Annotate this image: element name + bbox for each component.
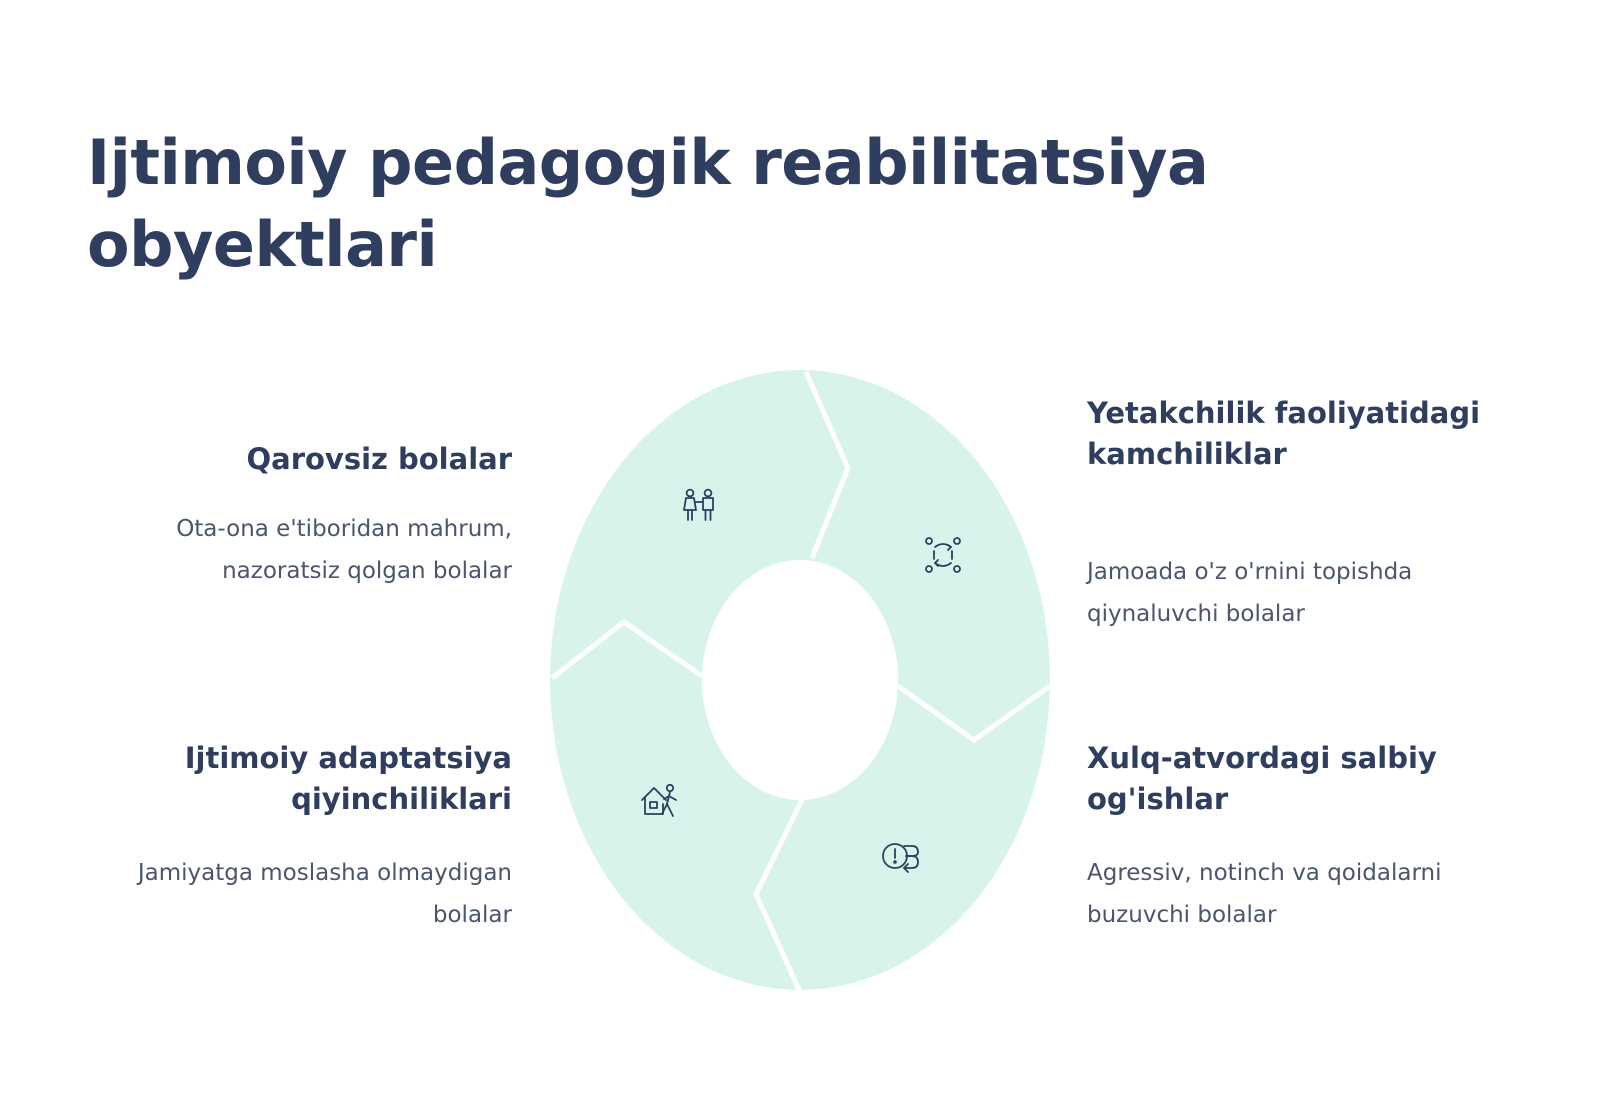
person-leaving-home-icon xyxy=(641,783,677,817)
segment-heading: Xulq-atvordagi salbiy og'ishlar xyxy=(1087,741,1437,816)
segment-block-ijtimoiy-adaptatsiya: Ijtimoiy adaptatsiya qiyinchiliklari Jam… xyxy=(102,738,512,936)
segment-separators xyxy=(550,370,1052,994)
cycle-ring xyxy=(550,370,1050,990)
segment-description: Jamoada o'z o'rnini topishda qiynaluvchi… xyxy=(1087,559,1413,627)
team-cycle-icon xyxy=(925,537,961,573)
separator-bottom xyxy=(753,798,805,994)
separator-right xyxy=(896,683,1052,744)
segment-block-yetakchilik: Yetakchilik faoliyatidagi kamchiliklar J… xyxy=(1087,393,1497,635)
separator-top xyxy=(803,370,851,559)
segment-heading: Yetakchilik faoliyatidagi kamchiliklar xyxy=(1087,396,1481,471)
separator-left xyxy=(550,618,704,680)
page-title: Ijtimoiy pedagogik reabilitatsiya obyekt… xyxy=(87,126,1209,281)
segment-block-qarovsiz: Qarovsiz bolalar Ota-ona e'tiboridan mah… xyxy=(102,439,512,592)
segment-heading: Qarovsiz bolalar xyxy=(246,442,512,476)
segment-block-xulq-atvor: Xulq-atvordagi salbiy og'ishlar Agressiv… xyxy=(1087,738,1497,936)
children-icon xyxy=(683,488,714,521)
segment-description: Ota-ona e'tiboridan mahrum, nazoratsiz q… xyxy=(176,516,512,584)
segment-description: Agressiv, notinch va qoidalarni buzuvchi… xyxy=(1087,860,1442,928)
warning-arrow-icon xyxy=(882,843,919,873)
segment-description: Jamiyatga moslasha olmaydigan bolalar xyxy=(137,860,512,928)
segment-heading: Ijtimoiy adaptatsiya qiyinchiliklari xyxy=(184,741,512,816)
